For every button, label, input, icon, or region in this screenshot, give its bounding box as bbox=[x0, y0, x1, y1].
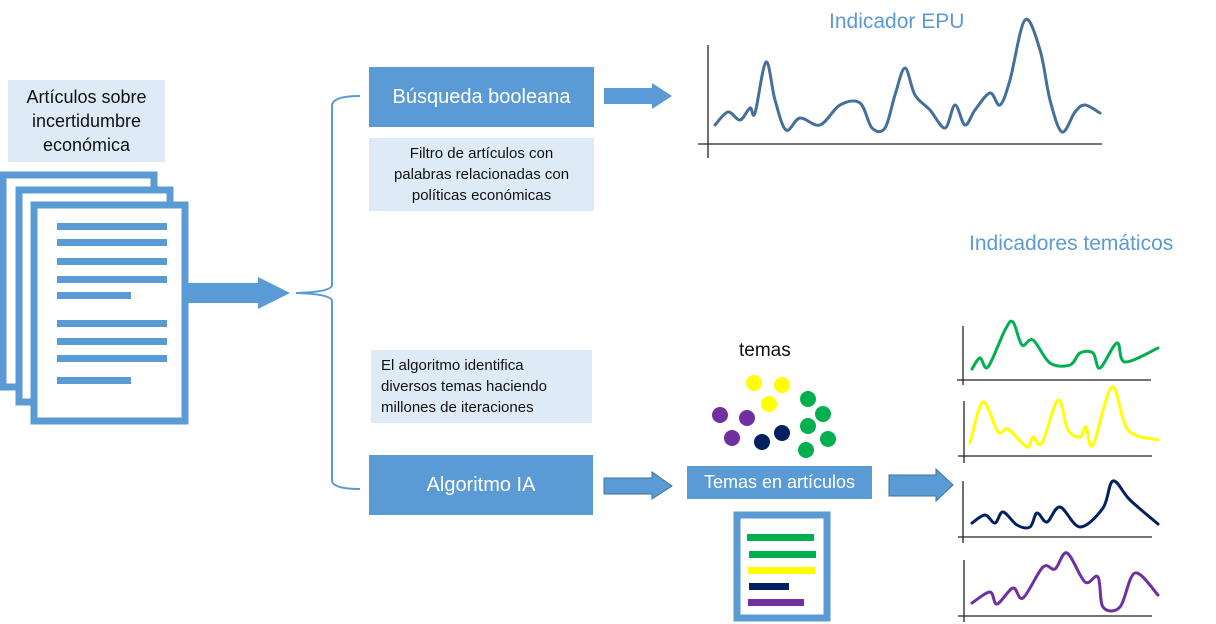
thematic-line-green bbox=[970, 319, 1160, 371]
thematic-line-yellow bbox=[968, 385, 1160, 449]
topic-dot bbox=[754, 434, 770, 450]
topics-label: temas bbox=[739, 340, 791, 361]
topic-bar-yellow bbox=[748, 567, 815, 574]
epu-chart-axes bbox=[698, 45, 1102, 158]
thematic-line-navy bbox=[970, 479, 1160, 530]
topics-in-articles-box: Temas en artículos bbox=[687, 466, 872, 499]
topic-dot bbox=[712, 407, 728, 423]
boolean-search-description: Filtro de artículos con palabras relacio… bbox=[369, 138, 594, 211]
topic-dot bbox=[815, 406, 831, 422]
thematic-chart-axes bbox=[957, 326, 1152, 622]
bracket bbox=[295, 95, 361, 490]
topic-dot bbox=[774, 377, 790, 393]
topic-dots bbox=[712, 375, 836, 458]
topic-dot bbox=[739, 410, 755, 426]
arrow-to-topics bbox=[603, 471, 673, 500]
ai-description: El algoritmo identifica diversos temas h… bbox=[371, 350, 592, 423]
arrow-to-epu bbox=[604, 83, 672, 109]
topic-dot bbox=[746, 375, 762, 391]
thematic-line-purple bbox=[970, 551, 1160, 613]
topic-bar-purple bbox=[748, 599, 804, 606]
thematic-title: Indicadores temáticos bbox=[969, 232, 1174, 255]
boolean-search-box: Búsqueda booleana bbox=[369, 67, 594, 127]
topic-bar-green-1 bbox=[747, 534, 814, 541]
topic-bar-navy bbox=[749, 583, 789, 590]
topic-dot bbox=[774, 425, 790, 441]
topic-dot bbox=[820, 431, 836, 447]
epu-title: Indicador EPU bbox=[829, 10, 965, 33]
topic-dot bbox=[800, 391, 816, 407]
ai-algorithm-box: Algoritmo IA bbox=[369, 455, 593, 515]
topic-dot bbox=[724, 430, 740, 446]
topic-dot bbox=[800, 418, 816, 434]
arrow-to-thematic bbox=[888, 467, 954, 503]
document-text-lines bbox=[57, 223, 167, 384]
topic-dot bbox=[798, 442, 814, 458]
epu-line bbox=[713, 17, 1102, 134]
topic-dot bbox=[761, 396, 777, 412]
topic-bar-green-2 bbox=[749, 551, 816, 558]
source-label: Artículos sobre incertidumbre económica bbox=[8, 80, 165, 162]
main-arrow bbox=[186, 277, 290, 309]
